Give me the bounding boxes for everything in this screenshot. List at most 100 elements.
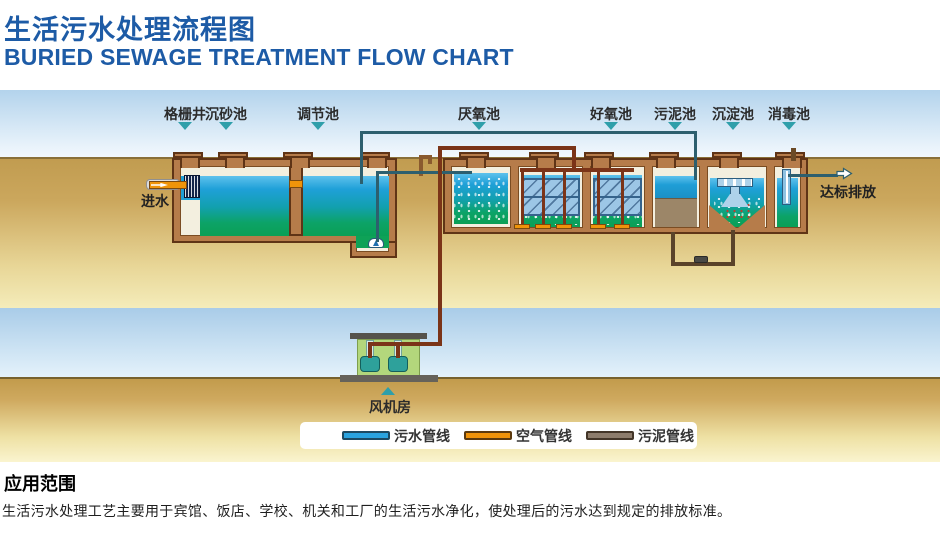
- transfer-port: [289, 180, 303, 188]
- air-header: [520, 168, 634, 172]
- label-grit-tank: 沉砂池: [205, 106, 247, 122]
- aerobic-tank-1: [518, 166, 583, 228]
- air-dropper: [563, 172, 566, 226]
- ground-band-lower: [0, 377, 940, 462]
- pump-riser-pipe: [376, 171, 379, 242]
- return-pipe-drop-left: [360, 131, 363, 184]
- divider-wall: [289, 166, 303, 236]
- flow-diagram: 进水: [0, 90, 940, 462]
- blower-unit-1: [360, 356, 380, 372]
- pump-discharge-pipe: [376, 171, 472, 174]
- legend-item-sludge: 污泥管线: [586, 426, 694, 446]
- blower2-discharge: [396, 342, 400, 358]
- air-diffuser: [614, 224, 630, 229]
- label-aerobic-tank: 好氧池: [590, 106, 632, 122]
- manhole-collar: [218, 152, 248, 168]
- air-main-riser: [438, 146, 442, 346]
- effluent-pipe: [788, 174, 838, 177]
- label-disinfection-tank: 消毒池: [768, 106, 810, 122]
- inlet-arrow-icon: [151, 182, 168, 188]
- air-main-horizontal: [438, 146, 576, 150]
- label-pointer-icon: [668, 122, 682, 130]
- sky-band-lower: [0, 308, 940, 377]
- vent-stub: [791, 148, 796, 161]
- supernatant-return-pipe: [360, 131, 697, 134]
- blower-room-slab: [340, 375, 438, 382]
- application-scope-heading: 应用范围: [4, 474, 76, 494]
- manhole-collar: [775, 152, 805, 168]
- air-dropper: [621, 172, 624, 226]
- label-pointer-icon: [726, 122, 740, 130]
- center-feed-stem: [730, 186, 740, 195]
- label-sludge-tank: 污泥池: [654, 106, 696, 122]
- air-dropper: [542, 172, 545, 226]
- blower1-discharge: [368, 342, 372, 358]
- aerobic1-biofilm-media: [521, 178, 580, 216]
- legend-label: 空气管线: [516, 427, 572, 444]
- sludge-pipe-bottom: [671, 262, 735, 266]
- sludge-pipe-right: [731, 230, 735, 266]
- blower-discharge-header: [368, 342, 442, 346]
- blower-room-roof: [350, 333, 427, 339]
- anaerobic-bubbles: [454, 175, 508, 224]
- air-diffuser: [514, 224, 530, 229]
- sludge-pump: [694, 256, 708, 263]
- dosing-pipe-highlight: [786, 171, 788, 203]
- sludge-layer: [655, 198, 697, 227]
- manhole-collar: [173, 152, 203, 168]
- return-pipe-drop-right: [694, 131, 697, 180]
- vent-elbow: [419, 155, 432, 159]
- legend-item-air: 空气管线: [464, 426, 572, 446]
- vent-pipe: [419, 155, 423, 176]
- manhole-collar: [649, 152, 679, 168]
- label-pointer-icon: [782, 122, 796, 130]
- label-anaerobic-tank: 厌氧池: [458, 106, 500, 122]
- aerobic-tank-2: [590, 166, 645, 228]
- pump-impeller-icon: [373, 240, 379, 246]
- grit-tank-water: [200, 176, 289, 236]
- manhole-collar: [584, 152, 614, 168]
- air-line-swatch: [464, 431, 512, 440]
- label-settling-tank: 沉淀池: [712, 106, 754, 122]
- regulating-tank-water: [303, 176, 389, 236]
- label-pointer-icon: [604, 122, 618, 130]
- sludge-pipe-left: [671, 232, 675, 266]
- label-pointer-icon: [178, 122, 192, 130]
- effluent-label: 达标排放: [820, 184, 876, 200]
- page-title-chinese: 生活污水处理流程图: [4, 15, 256, 45]
- manhole-collar: [459, 152, 489, 168]
- legend: 污水管线 空气管线 污泥管线: [300, 422, 697, 449]
- effluent-arrow-icon: [836, 167, 853, 180]
- blower-unit-2: [388, 356, 408, 372]
- air-diffuser: [590, 224, 606, 229]
- label-grid-well: 格栅井: [164, 106, 206, 122]
- air-dropper: [521, 172, 524, 226]
- manhole-collar: [529, 152, 559, 168]
- anaerobic-tank: [451, 166, 511, 228]
- legend-label: 污水管线: [394, 427, 450, 444]
- manhole-collar: [712, 152, 742, 168]
- air-dropper: [597, 172, 600, 226]
- aerobic2-biofilm-media: [593, 178, 642, 216]
- settling-tank: [707, 166, 767, 228]
- inlet-pipe: [149, 181, 187, 189]
- label-regulating-tank: 调节池: [297, 106, 339, 122]
- label-blower-room: 风机房: [369, 399, 411, 415]
- air-feed-drop: [572, 146, 576, 172]
- legend-item-sewage: 污水管线: [342, 426, 450, 446]
- label-pointer-icon: [472, 122, 486, 130]
- sludge-line-swatch: [586, 431, 634, 440]
- center-feed-cone: [721, 194, 749, 207]
- vent-stub-right: [428, 155, 432, 164]
- application-scope-text: 生活污水处理工艺主要用于宾馆、饭店、学校、机关和工厂的生活污水净化，使处理后的污…: [2, 503, 732, 519]
- label-pointer-icon: [219, 122, 233, 130]
- sludge-tank: [652, 166, 700, 228]
- sludge-tank-water: [655, 176, 697, 198]
- label-pointer-icon: [381, 387, 395, 395]
- page-title-english: BURIED SEWAGE TREATMENT FLOW CHART: [4, 44, 514, 70]
- manhole-collar: [283, 152, 313, 168]
- air-diffuser: [535, 224, 551, 229]
- sewage-line-swatch: [342, 431, 390, 440]
- dosing-pipe: [782, 169, 791, 205]
